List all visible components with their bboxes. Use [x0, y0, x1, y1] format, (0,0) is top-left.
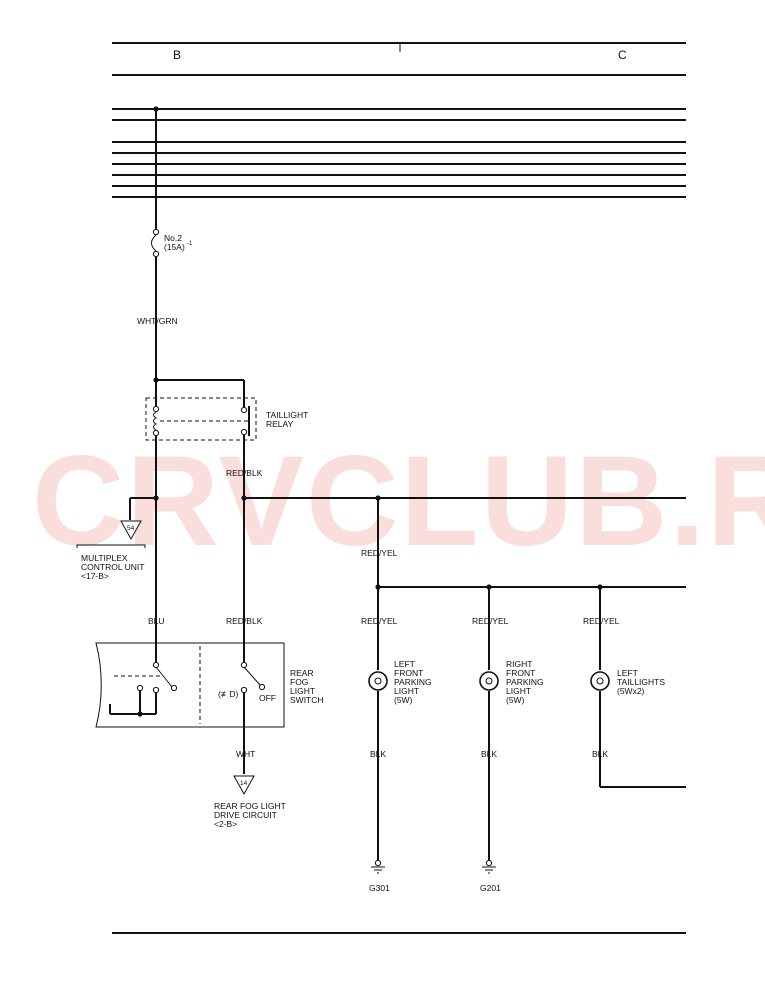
lamp3-line1: LEFT	[617, 668, 638, 678]
ground-g201: G201	[480, 859, 501, 893]
fuse-note: -1	[187, 241, 193, 247]
left-front-parking-light: RED/YEL LEFT FRONT PARKING LIGHT (5W) BL…	[361, 587, 432, 860]
wire-label-blu: BLU	[148, 616, 165, 626]
wire-label-wht-grn: WHT/GRN	[137, 316, 178, 326]
lamp1-line3: PARKING	[394, 677, 432, 687]
wire-label-blk-3: BLK	[592, 749, 608, 759]
wire-label-red-yel-2: RED/YEL	[472, 616, 509, 626]
rear-fog-light-switch: (≢D) OFF REAR FOG LIGHT SWITCH	[95, 642, 324, 728]
mcu-label-line1: MULTIPLEX	[81, 553, 128, 563]
fuse-rating: (15A)	[164, 242, 185, 252]
wire-label-red-yel-main: RED/YEL	[361, 548, 398, 558]
wire-label-red-blk-1: RED/BLK	[226, 468, 263, 478]
wire-label-red-yel-1: RED/YEL	[361, 616, 398, 626]
switch-label-line3: LIGHT	[290, 686, 315, 696]
switch-label-line4: SWITCH	[290, 695, 324, 705]
switch-label-line2: FOG	[290, 677, 308, 687]
mcu-label-line3: <17-B>	[81, 571, 109, 581]
relay-label-line1: TAILLIGHT	[266, 410, 308, 420]
rear-fog-pin: 14	[240, 780, 248, 787]
lamp1-line2: FRONT	[394, 668, 423, 678]
mcu-label-line2: CONTROL UNIT	[81, 562, 144, 572]
rear-fog-label-line1: REAR FOG LIGHT	[214, 801, 286, 811]
bus-bars	[112, 106, 686, 198]
lamp1-line4: LIGHT	[394, 686, 419, 696]
multiplex-control-unit: 54 MULTIPLEX CONTROL UNIT <17-B>	[76, 498, 146, 581]
watermark: CRVCLUB.RU	[32, 430, 765, 573]
wire-label-red-yel-3: RED/YEL	[583, 616, 620, 626]
switch-off-label: OFF	[259, 693, 276, 703]
lamp3-line2: TAILLIGHTS	[617, 677, 665, 687]
fuse-name: No.2	[164, 233, 182, 243]
switch-on-symbol: (≢D)	[218, 689, 238, 699]
switch-label-line1: REAR	[290, 668, 314, 678]
rear-fog-label-line2: DRIVE CIRCUIT	[214, 810, 277, 820]
ground-label-g201: G201	[480, 883, 501, 893]
ground-label-g301: G301	[369, 883, 390, 893]
wire-label-wht: WHT	[236, 749, 255, 759]
column-label-c: C	[618, 48, 627, 62]
lamp1-line1: LEFT	[394, 659, 415, 669]
rear-fog-light-drive-circuit: 14 REAR FOG LIGHT DRIVE CIRCUIT <2-B>	[214, 775, 286, 829]
lamp2-line4: LIGHT	[506, 686, 531, 696]
column-label-b: B	[173, 48, 181, 62]
relay-label-line2: RELAY	[266, 419, 294, 429]
lamp2-line1: RIGHT	[506, 659, 532, 669]
lamp3-line3: (5Wx2)	[617, 686, 645, 696]
lamp2-line5: (5W)	[506, 695, 525, 705]
left-taillights: RED/YEL LEFT TAILLIGHTS (5Wx2) BLK	[583, 587, 686, 788]
lamp1-line5: (5W)	[394, 695, 413, 705]
lamp2-line2: FRONT	[506, 668, 535, 678]
ground-g301: G301	[369, 859, 390, 893]
mcu-pin: 54	[127, 525, 135, 532]
fuse-no2: No.2 (15A) -1	[151, 109, 193, 258]
header-grid: B C	[112, 42, 686, 76]
wire-label-blk-1: BLK	[370, 749, 386, 759]
wire-label-red-blk-2: RED/BLK	[226, 616, 263, 626]
wire-label-blk-2: BLK	[481, 749, 497, 759]
lamp2-line3: PARKING	[506, 677, 544, 687]
taillight-relay: TAILLIGHT RELAY	[145, 380, 308, 441]
rear-fog-label-line3: <2-B>	[214, 819, 237, 829]
right-front-parking-light: RED/YEL RIGHT FRONT PARKING LIGHT (5W) B…	[472, 587, 544, 860]
